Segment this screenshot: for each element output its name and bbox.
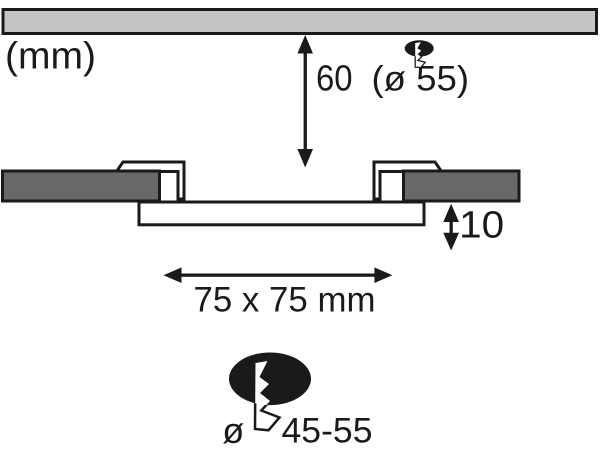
svg-text:10: 10 (459, 205, 504, 247)
svg-text:45-55: 45-55 (282, 412, 373, 451)
svg-text:(mm): (mm) (5, 36, 96, 78)
svg-text:60: 60 (316, 58, 353, 99)
svg-text:ø: ø (222, 410, 244, 451)
svg-text:75 x 75 mm: 75 x 75 mm (194, 281, 376, 320)
